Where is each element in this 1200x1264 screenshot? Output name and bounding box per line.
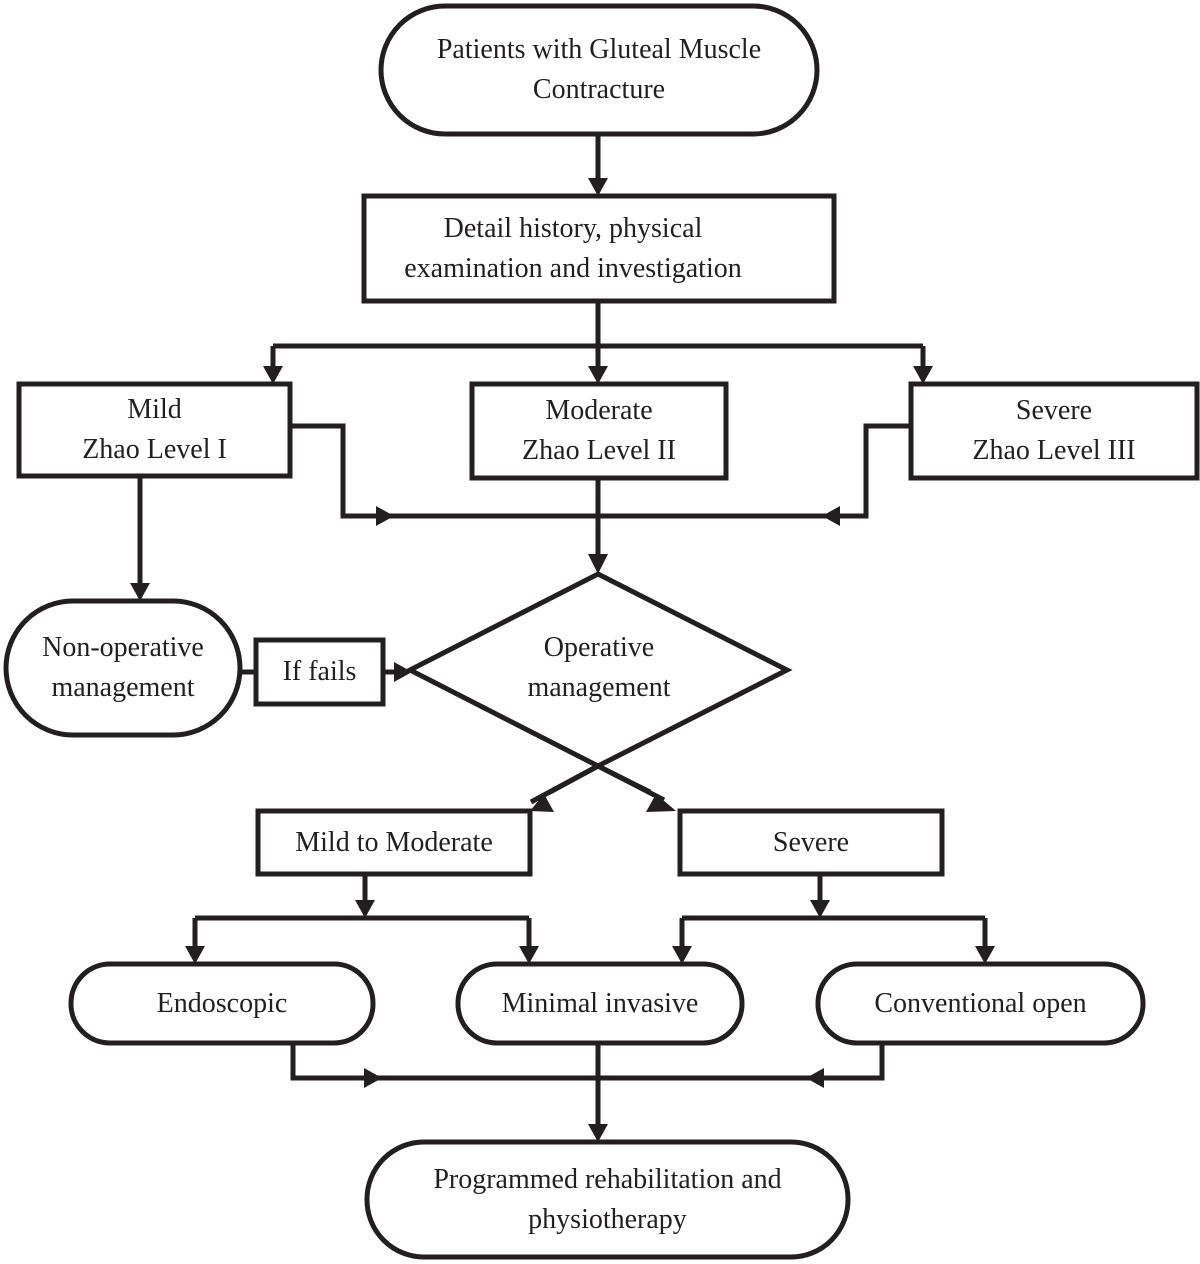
- arrowhead-join-right: [822, 506, 840, 526]
- severe-label-line-2: Zhao Level III: [972, 435, 1136, 466]
- edge-endoscopic-join: [290, 1043, 598, 1081]
- nonoperative-terminal: [3, 598, 243, 738]
- mild-label-line-1: Mild: [127, 394, 182, 425]
- arrowhead-history: [588, 178, 608, 196]
- severe2-label: Severe: [680, 811, 942, 874]
- arrowhead-rehab-join-right: [806, 1068, 824, 1088]
- rehab-label-line-1: Programmed rehabilitation and: [433, 1163, 782, 1195]
- arrowhead-severe2: [646, 794, 676, 812]
- arrowhead-mildmod: [530, 794, 554, 812]
- rehab-label-line-2: physiotherapy: [528, 1203, 687, 1235]
- arrowhead-mild: [263, 366, 283, 384]
- mildmod-label: Mild to Moderate: [258, 811, 530, 874]
- mildmod-box: [255, 808, 533, 877]
- arrowhead-moderate: [588, 366, 608, 384]
- arrowhead-severe2-split: [810, 900, 830, 918]
- nonoperative-label-line-1: Non-operative: [42, 632, 204, 663]
- minimal-label-line-1: Minimal invasive: [501, 987, 699, 1019]
- mildmod-label-line-1: Mild to Moderate: [295, 826, 493, 858]
- rehab-terminal: [364, 1139, 851, 1260]
- arrowhead-endoscopic: [185, 946, 205, 964]
- arrowhead-join-left: [376, 506, 394, 526]
- conventional-label-line-1: Conventional open: [874, 987, 1087, 1019]
- arrowhead-nonoperative: [130, 583, 150, 601]
- operative-label: Operative management: [480, 626, 718, 710]
- minimal-label: Minimal invasive: [458, 964, 742, 1043]
- arrowhead-minimal-right: [672, 946, 692, 964]
- conventional-label: Conventional open: [818, 964, 1143, 1043]
- severe2-label-line-1: Severe: [772, 826, 850, 858]
- severe2-box: [677, 808, 945, 877]
- arrowhead-mildmod-split: [355, 900, 375, 918]
- endoscopic-label-line-1: Endoscopic: [156, 987, 288, 1019]
- severe-box: [908, 381, 1200, 481]
- history-label-line-2: examination and investigation: [404, 252, 742, 284]
- nonoperative-label: Non-operative management: [6, 601, 240, 735]
- connectors: [137, 134, 988, 1126]
- endoscopic-label: Endoscopic: [71, 964, 373, 1043]
- edge-operative-severe2: [529, 763, 652, 805]
- mild-label: Mild Zhao Level I: [19, 384, 290, 476]
- patients-label: Patients with Gluteal Muscle Contracture: [381, 6, 817, 134]
- moderate-label-line-1: Moderate: [545, 395, 653, 426]
- history-box: [361, 193, 837, 304]
- conventional-terminal: [815, 961, 1146, 1046]
- arrowhead-rehab: [588, 1124, 608, 1142]
- edge-severe-join: [598, 423, 911, 519]
- patients-label-line-2: Contracture: [532, 74, 666, 105]
- endoscopic-terminal: [68, 961, 376, 1046]
- arrowheads: [130, 178, 995, 1142]
- arrowhead-severe: [913, 366, 933, 384]
- history-label-line-1: Detail history, physical: [443, 212, 703, 244]
- moderate-label-line-2: Zhao Level II: [522, 435, 676, 466]
- operative-label-line-1: Operative: [543, 632, 655, 663]
- moderate-label: Moderate Zhao Level II: [472, 384, 726, 478]
- arrowhead-minimal-left: [519, 946, 539, 964]
- severe-label-line-1: Severe: [1015, 395, 1093, 426]
- history-label: Detail history, physical examination and…: [364, 196, 782, 301]
- iffails-label: If fails: [256, 640, 383, 704]
- arrowhead-iffails: [394, 662, 412, 682]
- nonoperative-label-line-2: management: [51, 672, 195, 703]
- severe-label: Severe Zhao Level III: [911, 384, 1197, 478]
- patients-label-line-1: Patients with Gluteal Muscle: [436, 34, 762, 65]
- mild-label-line-2: Zhao Level I: [82, 434, 227, 465]
- rehab-label: Programmed rehabilitation and physiother…: [367, 1142, 848, 1257]
- edge-conventional-join: [598, 1043, 885, 1081]
- moderate-box: [469, 381, 729, 481]
- operative-label-line-2: management: [527, 672, 671, 703]
- mild-box: [16, 381, 293, 479]
- iffails-label-line-1: If fails: [282, 656, 357, 687]
- arrowhead-conventional: [975, 946, 995, 964]
- arrowhead-operative: [588, 554, 608, 574]
- edge-mild-join: [290, 423, 598, 519]
- arrowhead-rehab-join-left: [364, 1068, 382, 1088]
